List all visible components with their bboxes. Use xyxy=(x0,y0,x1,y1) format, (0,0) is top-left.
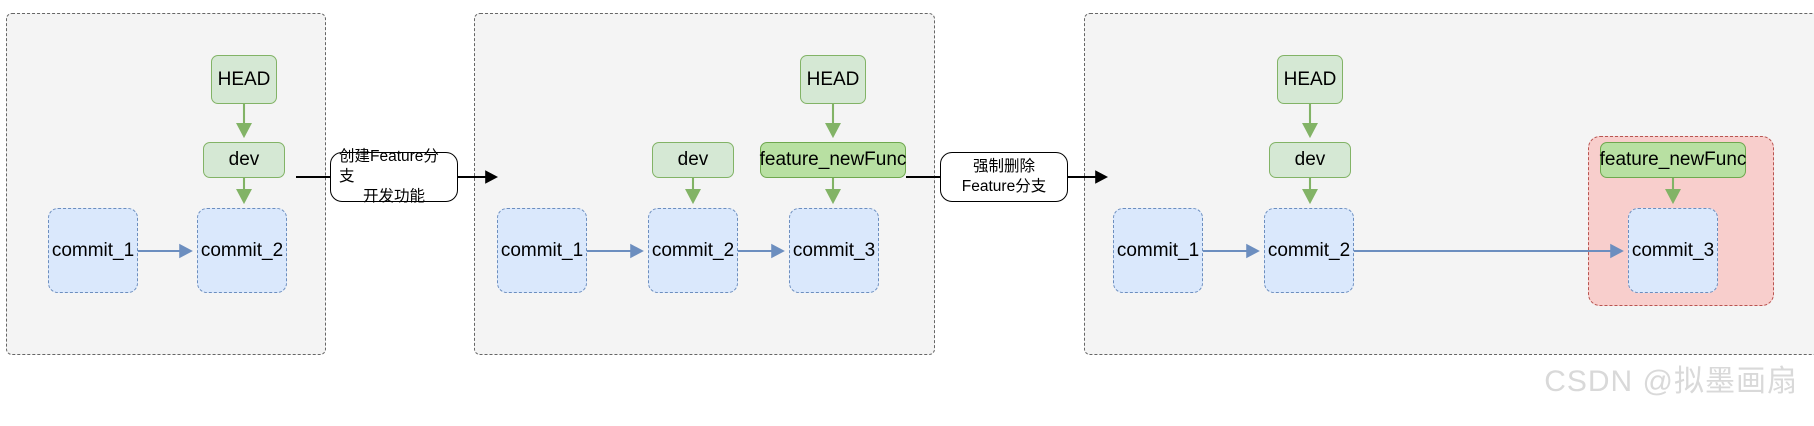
transition-1-line-1: 创建Feature分支 xyxy=(339,148,439,186)
stage-3-dev-node: dev xyxy=(1269,142,1351,178)
stage-3-commit-3-node: commit_3 xyxy=(1628,208,1718,293)
stage-3-commit-2-node: commit_2 xyxy=(1264,208,1354,293)
transition-1-label: 创建Feature分支 开发功能 xyxy=(330,148,458,205)
transition-2-label: 强制删除 Feature分支 xyxy=(940,152,1068,202)
stage-2-commit-1-node: commit_1 xyxy=(497,208,587,293)
stage-3-feature-node: feature_newFunc xyxy=(1600,142,1746,178)
stage-3-head-node: HEAD xyxy=(1277,55,1343,104)
stage-1-head-node: HEAD xyxy=(211,55,277,104)
csdn-watermark: CSDN @拟墨画扇 xyxy=(1544,365,1798,398)
stage-1-commit-1-node: commit_1 xyxy=(48,208,138,293)
stage-2-head-node: HEAD xyxy=(800,55,866,104)
transition-2-line-2: Feature分支 xyxy=(961,178,1047,195)
transition-2-line-1: 强制删除 xyxy=(972,158,1035,176)
stage-2-feature-node: feature_newFunc xyxy=(760,142,906,178)
stage-2-commit-3-node: commit_3 xyxy=(789,208,879,293)
transition-1-line-2: 开发功能 xyxy=(362,187,425,205)
stage-3-commit-1-node: commit_1 xyxy=(1113,208,1203,293)
stage-2-commit-2-node: commit_2 xyxy=(648,208,738,293)
stage-2-dev-node: dev xyxy=(652,142,734,178)
stage-1-panel xyxy=(6,13,326,355)
stage-1-commit-2-node: commit_2 xyxy=(197,208,287,293)
stage-1-dev-node: dev xyxy=(203,142,285,178)
